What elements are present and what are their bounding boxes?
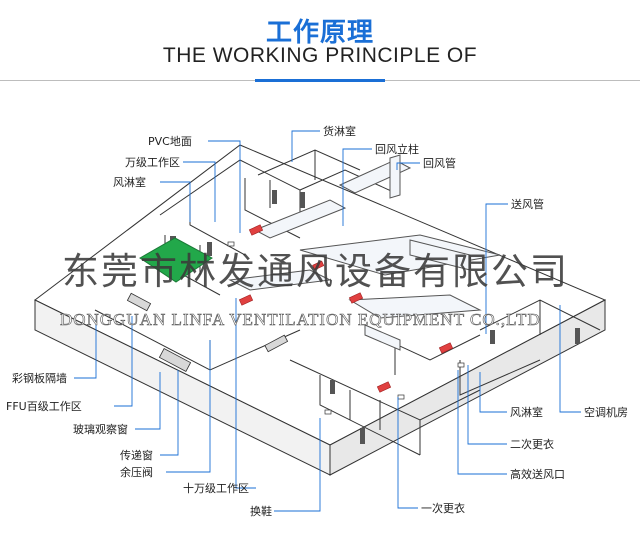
watermark-cn: 东莞市林发通风设备有限公司 xyxy=(62,250,569,293)
vents xyxy=(227,241,465,415)
label-relief-valve: 余压阀 xyxy=(120,465,153,479)
label-pvc-floor: PVC地面 xyxy=(148,135,192,148)
label-air-shower-2: 风淋室 xyxy=(510,405,543,419)
company-watermark: 东莞市林发通风设备有限公司 DONGGUAN LINFA VENTILATION… xyxy=(60,250,569,329)
label-shoe-change: 换鞋 xyxy=(250,504,272,518)
air-ducts xyxy=(228,154,501,351)
label-cargo-shower: 货淋室 xyxy=(323,124,356,138)
label-second-change: 二次更衣 xyxy=(510,437,554,451)
page-title: 工作原理 xyxy=(265,18,374,48)
label-hepa-outlet: 高效送风口 xyxy=(510,467,565,481)
header-divider-accent xyxy=(255,79,385,82)
page-subtitle: THE WORKING PRINCIPLE OF xyxy=(162,44,478,67)
diagram-labels: PVC地面 万级工作区 风淋室 货淋室 回风立柱 回风管 送风管 彩钢板隔墙 F… xyxy=(6,124,628,518)
label-ffu-class100: FFU百级工作区 xyxy=(6,400,82,413)
label-supply-duct: 送风管 xyxy=(511,197,544,211)
label-ac-room: 空调机房 xyxy=(584,405,628,419)
label-first-change: 一次更衣 xyxy=(421,501,465,515)
label-class-100000: 十万级工作区 xyxy=(183,481,249,495)
watermark-en: DONGGUAN LINFA VENTILATION EQUIPMENT CO.… xyxy=(60,310,541,329)
label-pass-box: 传递窗 xyxy=(120,448,153,462)
label-class-10000: 万级工作区 xyxy=(125,156,180,169)
pointer-lines xyxy=(74,130,581,512)
hepa-outlets xyxy=(238,224,454,393)
label-return-column: 回风立柱 xyxy=(375,142,419,156)
ffu-class100-zone xyxy=(139,237,213,283)
label-steel-panel: 彩钢板隔墙 xyxy=(12,371,67,385)
glass-windows xyxy=(126,292,289,372)
label-air-shower: 风淋室 xyxy=(113,175,146,189)
floor-slab xyxy=(34,144,607,476)
label-glass-window: 玻璃观察窗 xyxy=(73,422,128,436)
label-return-duct: 回风管 xyxy=(423,156,456,170)
